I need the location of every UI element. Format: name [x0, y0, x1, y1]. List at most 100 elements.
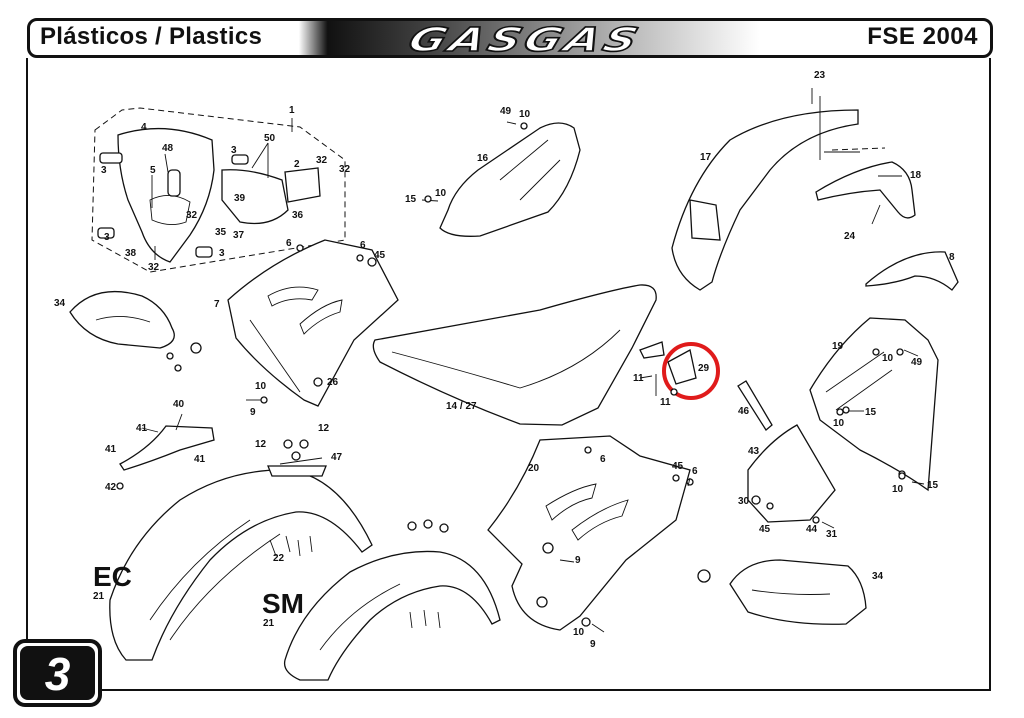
- callout-29: 29: [698, 363, 710, 374]
- callout-14-27: 14 / 27: [446, 401, 477, 412]
- model-name: FSE 2004: [867, 23, 978, 50]
- page-number-badge: 3: [13, 639, 102, 707]
- seat: [372, 284, 657, 426]
- callout-15: 15: [405, 194, 417, 205]
- shroud-vent: [571, 499, 629, 541]
- hand-guard-right: [729, 559, 867, 625]
- callout-38: 38: [125, 248, 137, 259]
- callout-32: 32: [186, 210, 198, 221]
- callout-6: 6: [360, 240, 366, 251]
- callout-10: 10: [833, 418, 845, 429]
- callout-18: 18: [910, 170, 922, 181]
- callout-9: 9: [590, 639, 596, 650]
- callout-34: 34: [54, 298, 66, 309]
- callout-23: 23: [814, 70, 826, 81]
- callout-10: 10: [255, 381, 267, 392]
- shroud-vent: [267, 286, 319, 307]
- air-box-cover: [747, 424, 836, 523]
- radiator-shroud-left: [227, 239, 399, 407]
- callout-50: 50: [264, 133, 276, 144]
- side-plate-ribs: [499, 139, 561, 201]
- headlight-housing: [221, 169, 289, 225]
- page-title: Plásticos / Plastics: [40, 23, 263, 50]
- leader-lines: [175, 151, 902, 487]
- page-border: [26, 58, 991, 691]
- variant-label-ec: EC: [93, 561, 132, 592]
- side-panel-right: [809, 317, 939, 492]
- callout-49: 49: [911, 357, 923, 368]
- callout-19: 19: [832, 341, 844, 352]
- title-bar: Plásticos / Plastics GASGAS FSE 2004: [27, 18, 993, 58]
- callout-12: 12: [255, 439, 267, 450]
- hardware-bolts: [246, 88, 925, 633]
- hand-guard-left: [69, 290, 175, 349]
- rear-fender: [671, 109, 859, 291]
- front-fender-ec: [109, 469, 373, 661]
- callout-39: 39: [234, 193, 246, 204]
- callout-45: 45: [374, 250, 386, 261]
- side-number-plate-left: [439, 122, 581, 237]
- headlight-assembly-outline: [91, 107, 346, 273]
- seat-seam: [391, 329, 621, 389]
- callout-11: 11: [660, 397, 671, 408]
- washers: [116, 122, 906, 627]
- rubber-mount: [195, 246, 213, 258]
- callout-41: 41: [194, 454, 206, 465]
- fender-bracket: [267, 465, 327, 477]
- callout-8: 8: [949, 252, 955, 263]
- callout-22: 22: [273, 553, 285, 564]
- shroud-vent: [299, 299, 343, 335]
- callout-10: 10: [882, 353, 894, 364]
- callout-31: 31: [826, 529, 838, 540]
- rear-fender-bracket: [689, 199, 721, 241]
- callout-7: 7: [214, 299, 220, 310]
- callout-26: 26: [327, 377, 339, 388]
- callout-40: 40: [173, 399, 185, 410]
- tail-light-cover: [815, 161, 916, 219]
- callout-15: 15: [927, 480, 939, 491]
- callout-2: 2: [294, 159, 300, 170]
- callout-41: 41: [136, 423, 148, 434]
- callout-47: 47: [331, 452, 343, 463]
- callout-9: 9: [250, 407, 256, 418]
- callout-5: 5: [150, 165, 156, 176]
- callout-6: 6: [600, 454, 606, 465]
- callout-11: 11: [633, 373, 644, 384]
- callout-30: 30: [738, 496, 750, 507]
- hose-guide-bracket: [119, 425, 215, 471]
- headlight-bracket: [284, 167, 321, 203]
- callout-16: 16: [477, 153, 489, 164]
- callout-43: 43: [748, 446, 760, 457]
- callout-10: 10: [435, 188, 447, 199]
- callout-21: 21: [263, 618, 275, 629]
- callout-24: 24: [844, 231, 856, 242]
- callout-36: 36: [292, 210, 304, 221]
- callout-46: 46: [738, 406, 750, 417]
- callout-3: 3: [219, 248, 225, 259]
- radiator-shroud-right: [487, 435, 691, 631]
- callout-15: 15: [865, 407, 877, 418]
- callout-17: 17: [700, 152, 712, 163]
- callout-10: 10: [519, 109, 531, 120]
- air-box-decal: [737, 380, 773, 431]
- side-panel-vents: [825, 351, 893, 411]
- headlight-bulb: [167, 169, 181, 197]
- callout-12: 12: [318, 423, 330, 434]
- rubber-mount: [231, 154, 249, 165]
- callout-10: 10: [573, 627, 585, 638]
- callout-42: 42: [105, 482, 117, 493]
- callout-32: 32: [339, 164, 351, 175]
- rear-number-plate: [865, 251, 959, 291]
- callout-32: 32: [148, 262, 160, 273]
- callout-45: 45: [672, 461, 684, 472]
- callout-48: 48: [162, 143, 174, 154]
- headlight-lens: [149, 195, 191, 225]
- callout-6: 6: [286, 238, 292, 249]
- callout-6: 6: [692, 466, 698, 477]
- callout-34: 34: [872, 571, 884, 582]
- callout-44: 44: [806, 524, 818, 535]
- callout-3: 3: [104, 232, 110, 243]
- highlight-circle: [662, 342, 720, 400]
